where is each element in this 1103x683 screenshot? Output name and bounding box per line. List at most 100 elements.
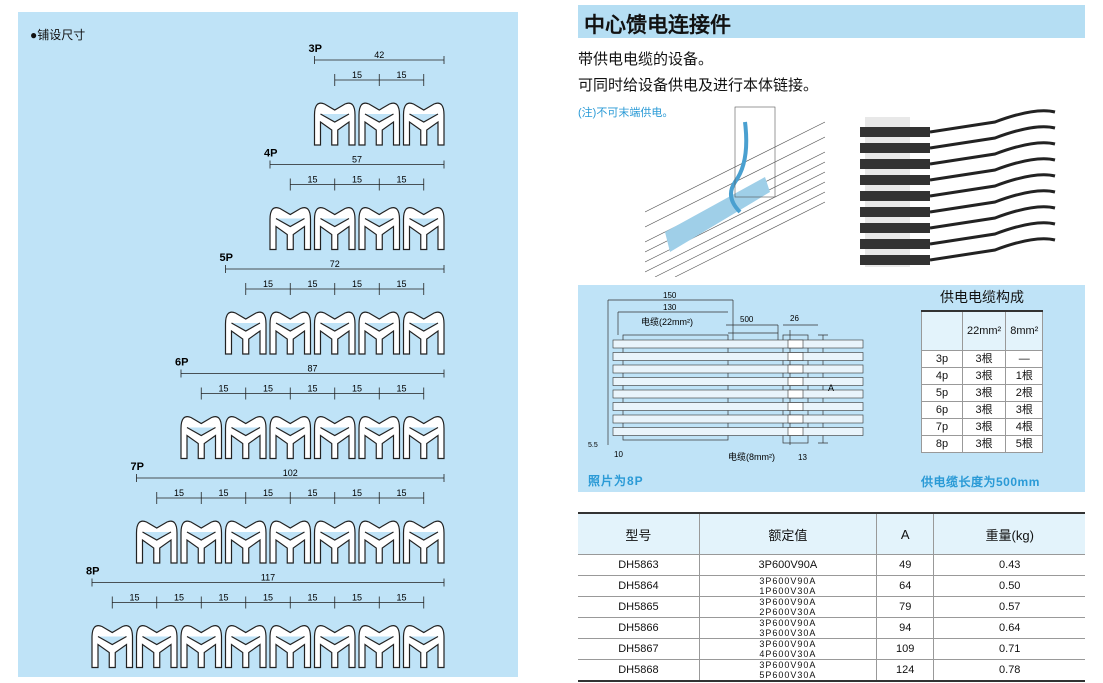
pitch-dim: 15 [218,488,228,498]
rating-line: 3P600V30A [759,628,817,638]
dim-13: 13 [798,453,807,462]
dim-10: 10 [614,450,623,459]
pitch-dim: 15 [396,175,406,185]
dim-500: 500 [740,315,754,324]
cell: — [1005,350,1044,368]
terminal-shape [787,377,804,386]
cell: 3根 [961,384,1007,402]
cell: 4根 [1005,418,1044,436]
connector-shape [224,416,267,460]
cable-row-shape [612,364,864,374]
layout-title: ●铺设尺寸 [30,28,86,42]
connector-shape [313,520,356,564]
rating-line: 3P600V90A [759,639,817,649]
connector-shape [402,102,445,146]
total-dim: 117 [261,573,275,583]
cell: DH5868 [578,659,700,681]
cell: 0.78 [933,659,1085,681]
cell: 3根 [1005,401,1044,419]
cell: 6p [921,401,963,419]
cell: DH5866 [578,617,700,639]
cable-length-note: 供电缆长度为500mm [921,475,1040,489]
cell: 8p [921,435,963,453]
cable-row-shape [612,339,864,349]
rating-line: 3P600V90A [759,618,817,628]
col-header: 8mm² [1005,310,1044,351]
connector-shape [358,520,401,564]
cell: 3根 [961,350,1007,368]
header-weight: 重量(kg) [933,513,1085,555]
connector-shape [224,625,267,669]
cell: 3p [921,350,963,368]
cell: 3根 [961,435,1007,453]
rating-line: 3P600V90A [759,597,817,607]
cell: DH5863 [578,554,700,576]
cell: 3根 [961,367,1007,385]
description-line-2: 可同时给设备供电及进行本体链接。 [578,77,819,94]
pitch-dim: 15 [263,488,273,498]
title-bar: 中心馈电连接件 [578,5,1085,38]
cell: DH5864 [578,575,700,597]
pitch-dim: 15 [263,384,273,394]
pitch-dim: 15 [307,279,317,289]
cell: 5根 [1005,435,1044,453]
cell: 124 [875,659,934,681]
connector-shape [402,311,445,355]
connector-shape [402,416,445,460]
dim-150: 150 [663,291,677,300]
pitch-dim: 15 [218,593,228,603]
dim-5-5: 5.5 [588,442,598,449]
terminal-shape [787,414,804,424]
connector-shape [269,625,312,669]
connector-shape [313,625,356,669]
row-label: 4P [264,148,277,160]
header-rating: 额定值 [698,513,877,555]
cell: DH5865 [578,596,700,618]
connector-shape [269,520,312,564]
pitch-dim: 15 [352,175,362,185]
cable-row-shape [612,414,864,424]
rating-line: 3P600V90A [758,559,818,571]
connector-shape [91,625,134,669]
rating-line: 3P600V90A [759,660,817,670]
connector-shape [135,625,178,669]
cell: DH5867 [578,638,700,660]
cell: 0.64 [933,617,1085,639]
pitch-dim: 15 [174,488,184,498]
pitch-dim: 15 [307,593,317,603]
pitch-dim: 15 [352,70,362,80]
cable-22-label: 电缆(22mm²) [641,316,693,327]
rating-line: 5P600V30A [759,670,817,680]
cell: 3根 [961,418,1007,436]
pitch-dim: 15 [396,70,406,80]
row-label: 5P [220,252,233,264]
terminal-shape [787,389,804,399]
rating-line: 3P600V90A [759,576,817,586]
pitch-dim: 15 [218,384,228,394]
page-title: 中心馈电连接件 [584,14,731,37]
pitch-dim: 15 [352,279,362,289]
rating-line: 4P600V30A [759,649,817,659]
connector-shape [358,625,401,669]
pitch-dim: 15 [129,593,139,603]
pitch-dim: 15 [263,593,273,603]
total-dim: 72 [330,259,340,269]
connector-shape [358,207,401,251]
pitch-dim: 15 [307,384,317,394]
pitch-dim: 15 [174,593,184,603]
connector-shape [313,102,356,146]
cell: 109 [875,638,934,660]
